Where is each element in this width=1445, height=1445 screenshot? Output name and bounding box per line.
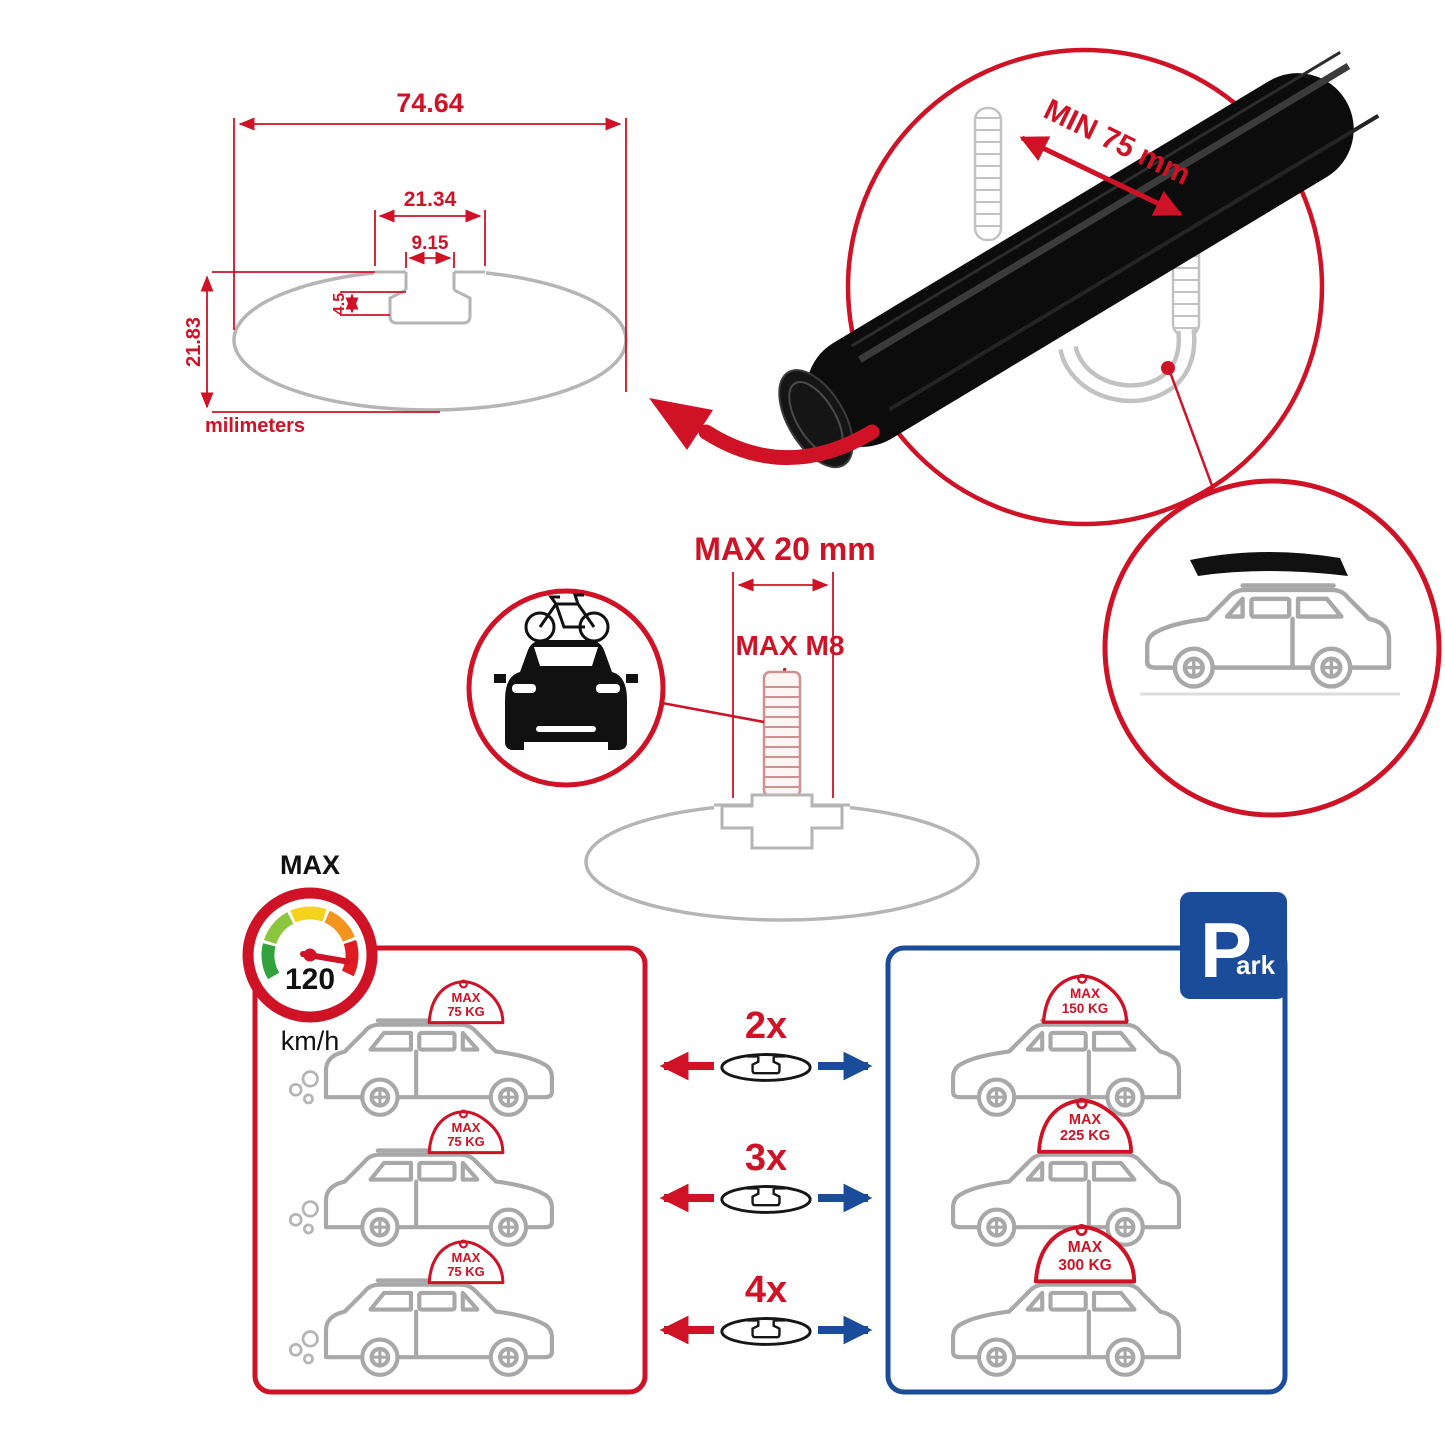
cargo-max-label: MAX <box>452 1120 481 1135</box>
connector-line-suv-circle <box>1168 371 1216 492</box>
speed-gauge: 120 <box>242 887 378 1023</box>
bolt-drawing <box>762 670 802 798</box>
profile-dimension-diagram: 74.64 21.34 9.15 4.5 21.83 milimeters <box>183 88 628 437</box>
profile-cross-section-outline <box>232 268 628 412</box>
suv-roofbox-detail <box>1102 478 1442 818</box>
bar-groove <box>858 63 1351 363</box>
cargo-max-label: MAX <box>1070 986 1100 1001</box>
park-suffix: ark <box>1236 950 1276 980</box>
units-label: milimeters <box>205 415 305 437</box>
bolt-section: MAX 20 mm MAX M8 <box>584 531 980 922</box>
profile-icon <box>720 1053 812 1082</box>
ext-line <box>374 210 486 266</box>
cargo-load-label: 225 KG <box>1060 1128 1110 1144</box>
crossbar-detail: MIN 75 mm <box>649 47 1380 527</box>
row-count-label: 2x <box>745 1005 787 1047</box>
dim-total-height-label: 21.83 <box>183 317 205 367</box>
clamp-point-dot <box>1161 361 1175 375</box>
comparison-row-1: 2x <box>659 1005 873 1082</box>
bolt-max-thread-label: MAX M8 <box>736 630 845 661</box>
ext-line <box>212 271 440 413</box>
right-car-row-1: MAX 150 KG <box>953 973 1179 1115</box>
bar-lower-sheen <box>888 114 1380 412</box>
slot-cutout-mask <box>374 263 486 276</box>
bolt-max-length-label: MAX 20 mm <box>694 531 875 567</box>
cargo-load-label: 75 KG <box>447 1264 485 1279</box>
cargo-load-label: 75 KG <box>447 1134 485 1149</box>
min-clamp-arrow <box>1019 135 1183 217</box>
swoosh-arrow <box>649 398 880 465</box>
bike-car-detail <box>466 588 765 788</box>
t-slot-drawing <box>375 270 485 325</box>
cargo-load-label: 150 KG <box>1062 1001 1109 1016</box>
t-nut-drawing <box>720 793 844 850</box>
speed-limit-badge: MAX 120 km/h <box>242 850 378 1056</box>
bolt-thread-hatch <box>765 686 799 788</box>
speed-max-label: MAX <box>280 850 340 880</box>
connector-line-bolt <box>661 701 765 724</box>
speed-value: 120 <box>285 963 335 996</box>
right-car-row-2: MAX 225 KG <box>953 1099 1179 1245</box>
profile-icon <box>720 1185 812 1214</box>
cargo-max-label: MAX <box>1068 1239 1103 1256</box>
roof-box <box>1190 551 1348 576</box>
cargo-max-label: MAX <box>452 990 481 1005</box>
cargo-max-label: MAX <box>1069 1112 1102 1128</box>
dim-slot-outer-label: 21.34 <box>404 188 457 211</box>
left-car-row-2: MAX 75 KG <box>288 1108 552 1245</box>
row-count-label: 3x <box>745 1137 787 1179</box>
left-car-row-3: MAX 75 KG <box>288 1238 552 1375</box>
cargo-load-label: 75 KG <box>447 1004 485 1019</box>
comparison-row-3: 4x <box>659 1269 873 1346</box>
cargo-max-label: MAX <box>452 1250 481 1265</box>
dim-slot-depth-label: 4.5 <box>331 293 348 315</box>
u-bolt-curve <box>1058 328 1197 404</box>
ext-line <box>405 252 455 268</box>
park-letter: P <box>1200 906 1252 994</box>
profile-icon <box>720 1317 812 1346</box>
speed-unit-label: km/h <box>281 1026 340 1056</box>
cargo-load-label: 300 KG <box>1058 1257 1111 1274</box>
detail-circle <box>845 47 1325 527</box>
comparison-row-2: 3x <box>659 1137 873 1214</box>
park-sign: P ark <box>1180 892 1287 999</box>
ext-line <box>340 291 406 316</box>
left-car-row-1: MAX 75 KG <box>288 978 552 1115</box>
gauge-pivot <box>303 948 317 962</box>
row-count-label: 4x <box>745 1269 787 1311</box>
dim-total-width-label: 74.64 <box>396 88 464 118</box>
right-car-row-3: MAX 300 KG <box>953 1225 1179 1374</box>
dim-slot-inner-label: 9.15 <box>412 233 449 254</box>
gauge-segments <box>261 906 359 980</box>
car-front-icon <box>494 640 638 750</box>
dimension-lines <box>200 117 627 413</box>
thread-hatch <box>976 117 1000 227</box>
bolt-dimension-lines <box>732 572 834 798</box>
